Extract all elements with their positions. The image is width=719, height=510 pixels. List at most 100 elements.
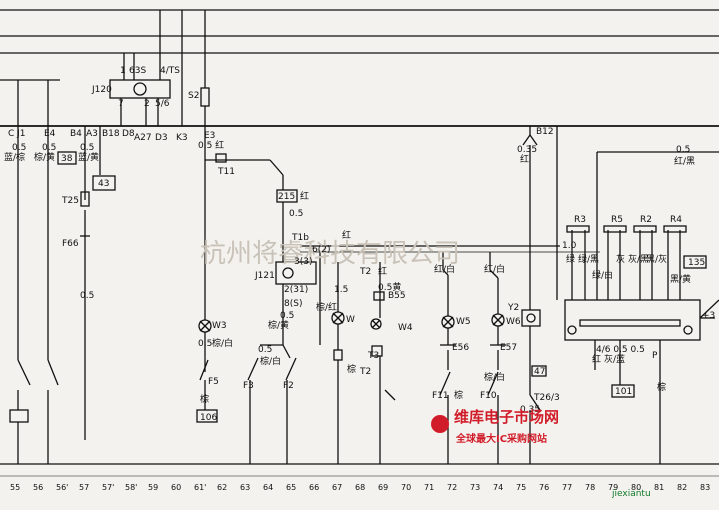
- column-number: 58': [125, 483, 137, 492]
- switch-f3: [247, 357, 259, 381]
- j121-relay: [275, 261, 317, 285]
- connector-43-label: 43: [98, 179, 109, 189]
- fuse-s2-label: S2: [188, 91, 199, 101]
- relay-pin-2: 2: [144, 99, 150, 109]
- column-number: 70: [401, 483, 411, 492]
- wire-color-red-white-2: 红/白: [484, 263, 505, 275]
- column-number: 62: [217, 483, 227, 492]
- wire-color-gray-blue: 灰/蓝: [604, 353, 625, 365]
- connector-47: [531, 365, 547, 377]
- wire-color-brown: 棕: [200, 393, 209, 405]
- column-number: 75: [516, 483, 526, 492]
- wire-color-b12: 红: [520, 153, 529, 165]
- wire-gauge-1: 0.5: [12, 143, 26, 153]
- resistor-r4-label: R4: [670, 215, 682, 225]
- connector-t11: [215, 153, 227, 163]
- pin-p-label: P: [652, 351, 658, 361]
- wire-red-label: 红: [300, 190, 309, 202]
- column-number: 67: [332, 483, 342, 492]
- connector-47-label: 47: [534, 367, 545, 377]
- connector-215: [276, 189, 298, 203]
- wire-gauge-w3: 0.5: [198, 339, 212, 349]
- relay-pin-6: 6(2): [312, 245, 330, 255]
- column-number: 60: [171, 483, 181, 492]
- switch-f66-label: F66: [62, 239, 79, 249]
- connector-t2: [333, 349, 343, 361]
- terminal-k3: K3: [176, 133, 188, 143]
- column-number: 56': [56, 483, 68, 492]
- wire-gauges-panel: 4/6 0.5 0.5: [596, 345, 645, 355]
- column-number: 66: [309, 483, 319, 492]
- column-number: 77: [562, 483, 572, 492]
- relay-j121-coil-icon: [282, 267, 294, 279]
- relay-coil-icon: [133, 82, 147, 96]
- wire-gauge-4: 0.5: [80, 291, 94, 301]
- relay-pin-56: 5/6: [155, 99, 170, 109]
- brand-logo-icon: [431, 415, 449, 433]
- resistor-r3-label: R3: [574, 215, 586, 225]
- connector-101-label: 101: [615, 387, 632, 397]
- wire-color-2: 棕/黄: [34, 151, 55, 163]
- connector-t3-label: T3: [367, 351, 379, 361]
- watermark-text: 杭州将睿科技有限公司: [200, 239, 460, 269]
- switch-f2: [285, 357, 297, 381]
- wire-gauge-b12: 0.35: [517, 145, 537, 155]
- wire-gauge-2: 0.5: [42, 143, 56, 153]
- component-y2-label: Y2: [507, 303, 519, 313]
- terminal-a3: A3: [86, 129, 98, 139]
- wire-color-brown-4: 棕: [657, 381, 666, 393]
- wire-gauge-10: 1.0: [562, 241, 577, 251]
- switch-f2-label: F2: [283, 381, 294, 391]
- column-number: 73: [470, 483, 480, 492]
- connector-t11-label: T11: [217, 167, 235, 177]
- wire-color-gray-black: 灰/黑: [628, 253, 649, 265]
- connector-t1b-label: T1b: [291, 233, 309, 243]
- wire-color-1: 蓝/棕: [4, 151, 25, 163]
- connector-t3: [371, 345, 383, 357]
- terminal-d8: D8: [122, 129, 135, 139]
- wire-color-green: 绿: [566, 253, 575, 265]
- wire-color-brown-yellow: 棕/黄: [268, 319, 289, 331]
- terminal-b4: B4: [70, 129, 82, 139]
- column-number: 83: [700, 483, 710, 492]
- resistor-r2: [633, 225, 657, 233]
- column-number: 61': [194, 483, 206, 492]
- column-number: 81: [654, 483, 664, 492]
- terminal-d3: D3: [155, 133, 168, 143]
- brand-logo: 维库电子市场网 全球最大IC采购网站 jiexiantu: [431, 408, 651, 499]
- wire-gauge-b: 0.5: [280, 311, 294, 321]
- terminal-b18: B18: [102, 129, 120, 139]
- wire-color-red-white-1: 红/白: [434, 263, 455, 275]
- switch-f10-label: F10: [480, 391, 497, 401]
- connector-43: [92, 175, 116, 191]
- lamp-w6-label: W6: [506, 317, 521, 327]
- relay-pin-2-31: 2(31): [284, 285, 308, 295]
- column-number: 71: [424, 483, 434, 492]
- component-y2: [521, 309, 541, 327]
- contact-e56-label: E56: [452, 343, 469, 353]
- column-number: 55: [10, 483, 20, 492]
- wire-color-black-gray: 黑/灰: [646, 253, 667, 265]
- terminal-a27: A27: [134, 133, 152, 143]
- switch-f5-label: F5: [208, 377, 219, 387]
- connector-176: [9, 409, 29, 423]
- connector-t2b-label: T2: [359, 367, 371, 377]
- column-number: 59: [148, 483, 158, 492]
- switch-f10: [487, 371, 499, 396]
- column-number: 76: [539, 483, 549, 492]
- column-number: 74: [493, 483, 503, 492]
- wire-color-brown-3: 棕: [454, 389, 463, 401]
- display-strip: [579, 319, 681, 327]
- lamp-w5-label: W5: [456, 317, 471, 327]
- wire-color-w3: 棕/白: [212, 337, 233, 349]
- brand-subtitle: 全球最大IC采购网站: [455, 432, 547, 445]
- wire-gauge-3: 0.5: [80, 143, 94, 153]
- connector-t25-label: T25: [61, 196, 79, 206]
- relay-pin-7: 7: [118, 99, 124, 109]
- column-number: 56: [33, 483, 43, 492]
- connector-135: [683, 255, 707, 269]
- connector-t26-label: T26/3: [533, 393, 560, 403]
- e3-wire-label: 0.5 红: [198, 139, 224, 151]
